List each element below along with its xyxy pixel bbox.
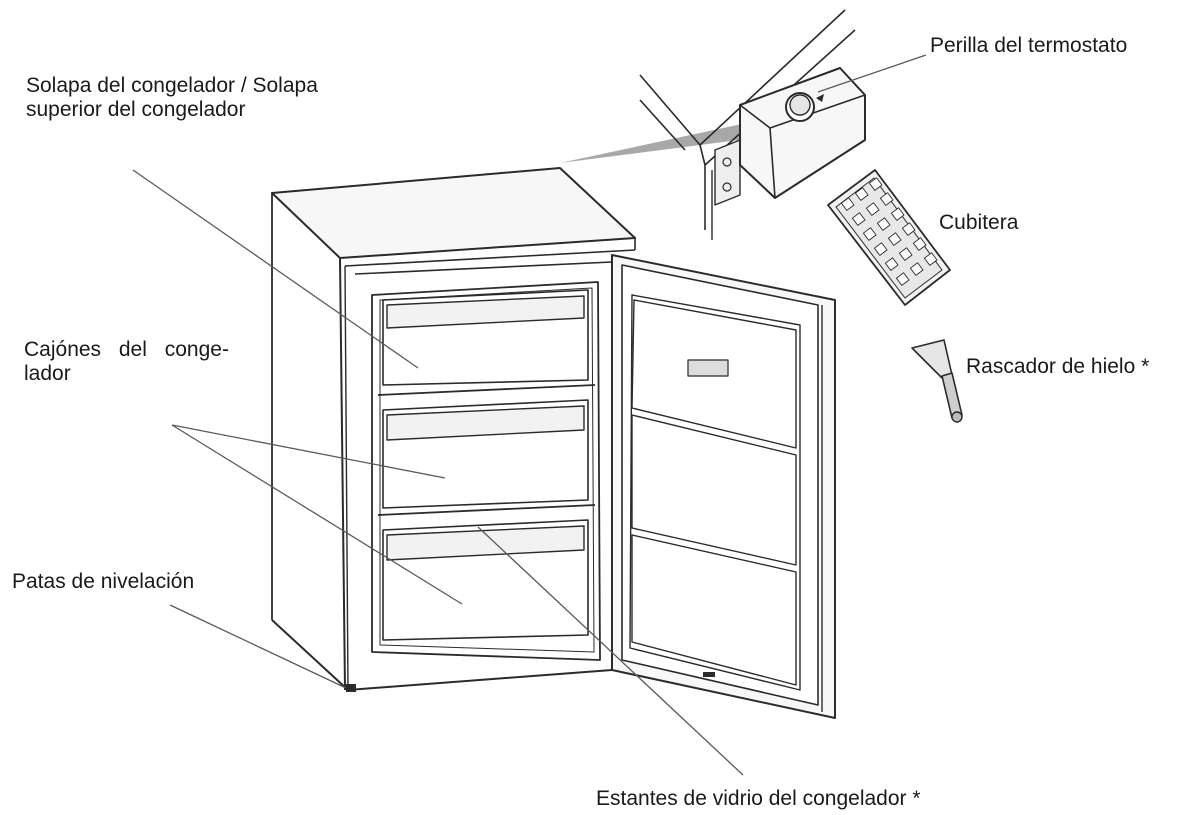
leveling-foot — [346, 684, 356, 692]
label-freezer-drawers-line1: Cajónes del conge- — [24, 338, 229, 361]
thermostat-callout-wedge — [560, 113, 793, 163]
leader-lines — [132, 54, 927, 776]
freezer-door — [611, 254, 836, 719]
label-freezer-drawers-line2: lador — [24, 362, 71, 385]
leader-leveling-feet — [169, 604, 347, 689]
label-thermostat-knob: Perilla del termostato — [930, 34, 1128, 57]
leader-glass-shelves — [477, 526, 744, 776]
label-freezer-flap-line2: superior del congelador — [26, 98, 246, 121]
leader-drawer-middle — [171, 424, 446, 479]
label-glass-shelves: Estantes de vidrio del congelador * — [596, 787, 921, 810]
door-shelf-middle — [631, 414, 797, 566]
leader-drawer-bottom — [171, 424, 463, 605]
door-shelf-bottom — [631, 534, 797, 686]
label-freezer-flap-line1: Solapa del congelador / Solapa — [26, 74, 318, 97]
label-ice-tray: Cubitera — [939, 211, 1019, 234]
hinge-bracket — [714, 139, 741, 206]
door-display — [687, 359, 729, 377]
label-freezer-drawers: Cajónes del conge- lador — [24, 338, 229, 386]
thermostat-detail — [560, 9, 866, 240]
ice-tray — [827, 169, 951, 306]
label-leveling-feet: Patas de nivelación — [12, 570, 195, 593]
freezer-top-surface — [271, 167, 636, 259]
leader-thermostat — [817, 54, 927, 93]
freezer-drawers — [377, 289, 596, 641]
label-ice-scraper: Rascador de hielo * — [966, 355, 1150, 378]
leader-freezer-flap — [132, 169, 419, 369]
label-freezer-flap: Solapa del congelador / Solapa superior … — [26, 74, 318, 122]
ice-scraper — [911, 339, 963, 423]
thermostat-housing — [739, 67, 866, 199]
